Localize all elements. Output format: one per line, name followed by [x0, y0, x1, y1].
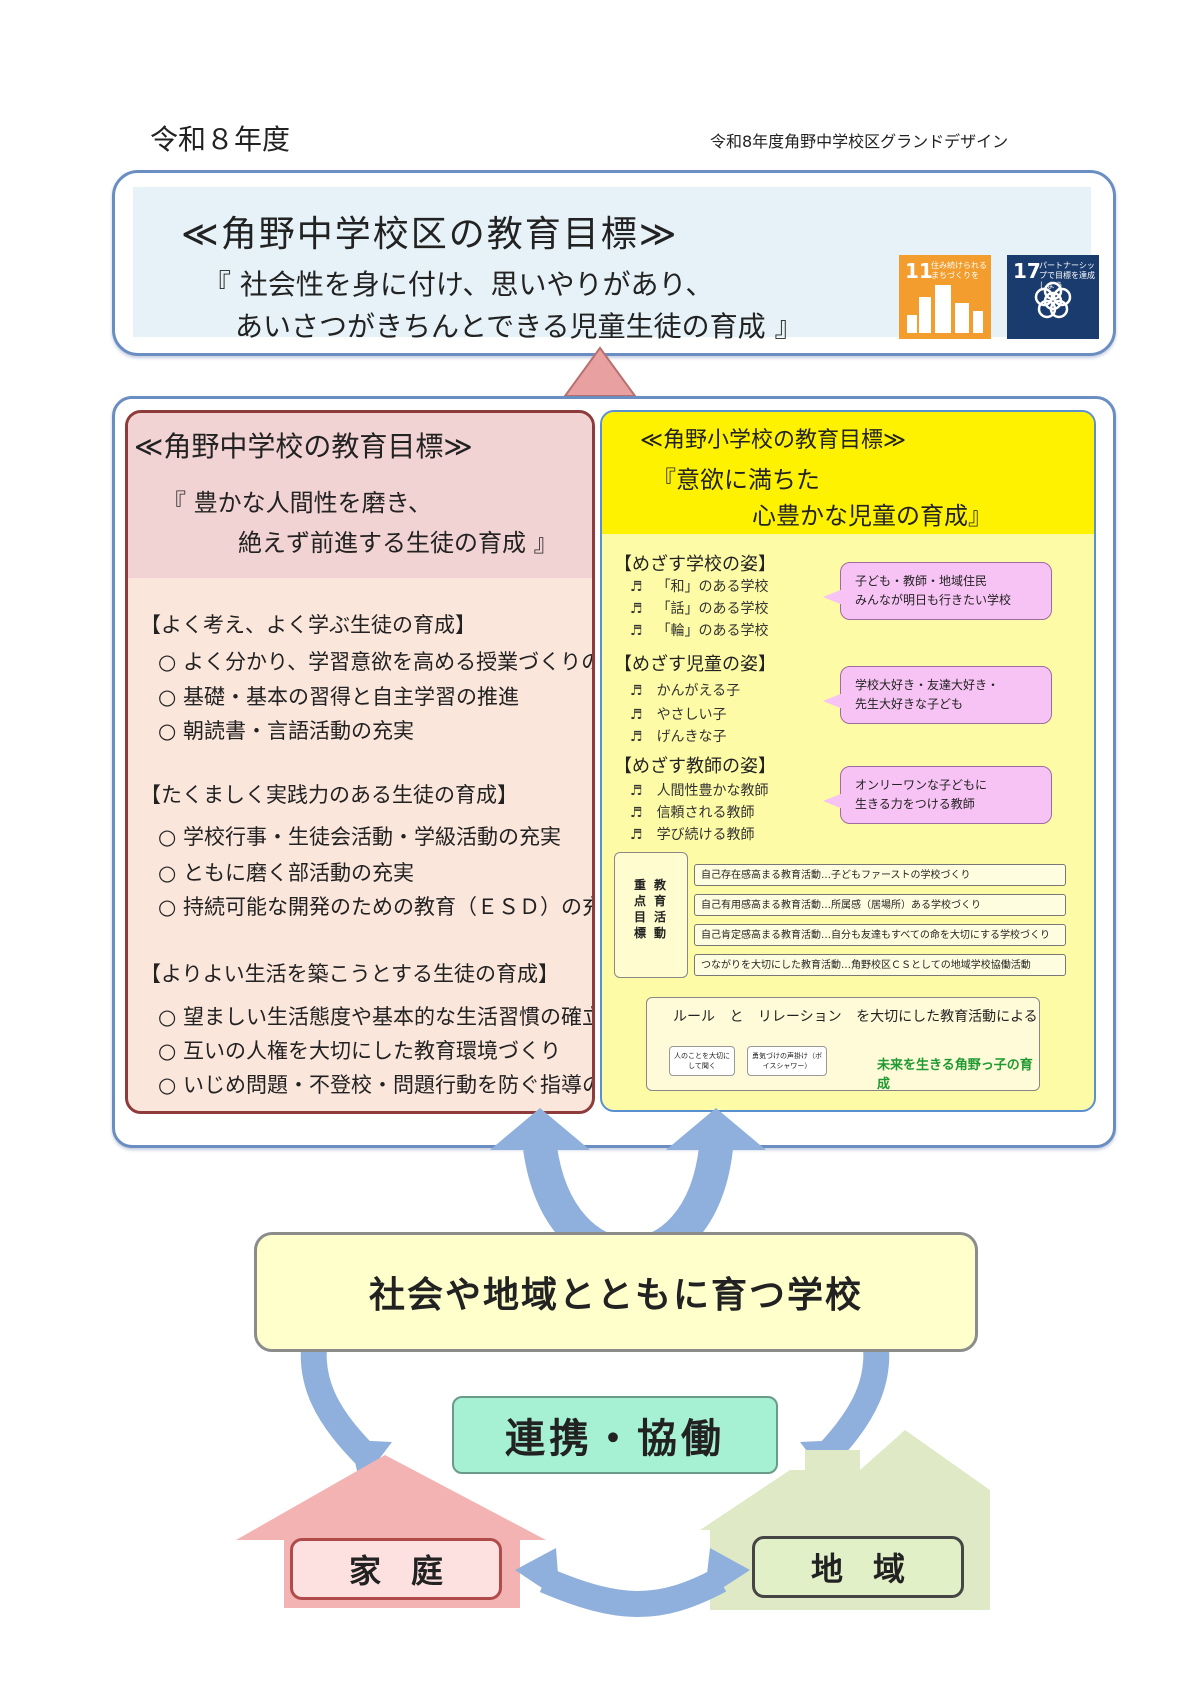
- speech-bubble: 子ども・教師・地域住民 みんなが明日も行きたい学校: [823, 562, 1052, 620]
- es-list-item-text: 信頼される教師: [656, 805, 755, 821]
- district-goal-box: ≪角野中学校区の教育目標≫ 『 社会性を身に付け、思いやりがあり、 あいさつがき…: [112, 170, 1116, 356]
- bubble-line: オンリーワンな子どもに: [855, 778, 988, 792]
- home-region-arrow-icon: [539, 1568, 727, 1617]
- sdg-11-text: 住み続けられるまちづくりを: [931, 261, 987, 280]
- elementary-goal-header: ≪角野小学校の教育目標≫ 『意欲に満ちた 心豊かな児童の育成』: [602, 412, 1094, 534]
- community-school-box: 社会や地域とともに育つ学校: [254, 1232, 978, 1352]
- jhs-list-item: ○ 望ましい生活態度や基本的な生活習慣の確立: [158, 1005, 595, 1029]
- junior-high-goal-line2: 絶えず前進する生徒の育成 』: [238, 529, 558, 557]
- up-arrow-triangle-icon: [563, 346, 637, 397]
- music-note-icon: ♬: [630, 623, 643, 639]
- elementary-title: ≪角野小学校の教育目標≫: [640, 428, 907, 453]
- year-label: 令和８年度: [150, 123, 291, 156]
- bubble-line: みんなが明日も行きたい学校: [855, 593, 1012, 607]
- jhs-list-item: ○ 朝読書・言語活動の充実: [158, 719, 414, 743]
- es-section-heading: 【めざす教師の姿】: [614, 756, 776, 777]
- rule-relation-banner: ルール と リレーション を大切にした教育活動による 人のことを大切にして聞く …: [646, 997, 1040, 1092]
- music-note-icon: ♬: [630, 601, 643, 617]
- music-note-icon: ♬: [630, 729, 643, 745]
- es-list-item-text: 「和」のある学校: [656, 579, 769, 595]
- elementary-goal-line2: 心豊かな児童の育成』: [752, 502, 992, 530]
- rule-relation-footer: 未来を生きる角野っ子の育成: [877, 1058, 1033, 1092]
- bubble-line: 学校大好き・友達大好き・: [855, 678, 1000, 692]
- bubble-line: 子ども・教師・地域住民: [855, 574, 988, 588]
- es-list-item-text: かんがえる子: [656, 683, 741, 699]
- speech-bubble: 学校大好き・友達大好き・ 先生大好きな子ども: [823, 666, 1052, 724]
- music-note-icon: ♬: [630, 783, 643, 799]
- junior-high-title: ≪角野中学校の教育目標≫: [134, 430, 473, 463]
- music-note-icon: ♬: [630, 805, 643, 821]
- sdg-11-number: 11: [905, 259, 933, 283]
- jhs-list-item: ○ 基礎・基本の習得と自主学習の推進: [158, 685, 519, 709]
- district-goal-panel: ≪角野中学校区の教育目標≫ 『 社会性を身に付け、思いやりがあり、 あいさつがき…: [133, 187, 1099, 343]
- elementary-goal-line1: 『意欲に満ちた: [652, 466, 820, 494]
- es-list-item-text: 「話」のある学校: [656, 601, 769, 617]
- es-list-item: ♬ 「話」のある学校: [630, 598, 769, 618]
- region-label: 地域: [752, 1536, 964, 1598]
- es-list-item: ♬ げんきな子: [630, 726, 727, 746]
- bubble-line: 先生大好きな子ども: [855, 697, 964, 711]
- es-list-item-text: げんきな子: [656, 729, 727, 745]
- rule-relation-title: ルール と リレーション を大切にした教育活動による: [673, 1009, 1038, 1025]
- jhs-list-item: ○ いじめ問題・不登校・問題行動を防ぐ指導の充実: [158, 1073, 592, 1097]
- focus-goals-scroll: 教育活動 重点目標: [614, 852, 688, 978]
- sdg-17-number: 17: [1013, 259, 1041, 283]
- city-buildings-icon: [907, 285, 983, 333]
- es-list-item: ♬ 学び続ける教師: [630, 824, 755, 844]
- scroll-column-text: 教育活動: [653, 878, 666, 940]
- rule-box: 勇気づけの声掛け（ボイスシャワー）: [747, 1046, 827, 1076]
- elementary-goal-box: ≪角野小学校の教育目標≫ 『意欲に満ちた 心豊かな児童の育成』 【めざす学校の姿…: [600, 410, 1096, 1112]
- jhs-list-item: ○ 互いの人権を大切にした教育環境づくり: [158, 1039, 561, 1063]
- es-list-item-text: やさしい子: [656, 707, 727, 723]
- district-goal-line1: 『 社会性を身に付け、思いやりがあり、: [203, 268, 714, 301]
- junior-high-goal-box: ≪角野中学校の教育目標≫ 『 豊かな人間性を磨き、 絶えず前進する生徒の育成 』…: [125, 410, 595, 1114]
- junior-high-goal-line1: 『 豊かな人間性を磨き、: [162, 489, 432, 517]
- jhs-section-heading: 【よく考え、よく学ぶ生徒の育成】: [140, 613, 476, 637]
- document-title: 令和8年度角野中学校区グランドデザイン: [710, 132, 1009, 151]
- collaboration-label: 連携・協働: [452, 1396, 778, 1474]
- es-list-item: ♬ 信頼される教師: [630, 802, 755, 822]
- es-list-item: ♬ 「和」のある学校: [630, 576, 769, 596]
- jhs-list-item: ○ 持続可能な開発のための教育（ＥＳＤ）の充実: [158, 895, 595, 919]
- music-note-icon: ♬: [630, 579, 643, 595]
- focus-item: 自己肯定感高まる教育活動…自分も友達もすべての命を大切にする学校づくり: [694, 924, 1066, 946]
- es-list-item-text: 人間性豊かな教師: [656, 783, 769, 799]
- es-list-item: ♬ やさしい子: [630, 704, 727, 724]
- bubble-line: 生きる力をつける教師: [855, 797, 975, 811]
- es-section-heading: 【めざす児童の姿】: [614, 654, 776, 675]
- partnership-flower-icon: [1034, 281, 1072, 319]
- es-list-item: ♬ 人間性豊かな教師: [630, 780, 769, 800]
- junior-high-goal-header: ≪角野中学校の教育目標≫ 『 豊かな人間性を磨き、 絶えず前進する生徒の育成 』: [128, 413, 592, 578]
- jhs-list-item: ○ よく分かり、学習意欲を高める授業づくりの推進: [158, 650, 592, 674]
- jhs-section-heading: 【よりよい生活を築こうとする生徒の育成】: [140, 962, 559, 986]
- district-goal-line2: あいさつがきちんとできる児童生徒の育成 』: [235, 310, 803, 343]
- jhs-section-heading: 【たくましく実践力のある生徒の育成】: [140, 783, 518, 807]
- speech-bubble: オンリーワンな子どもに 生きる力をつける教師: [823, 766, 1052, 824]
- scroll-column-text: 重点目標: [633, 878, 646, 940]
- music-note-icon: ♬: [630, 683, 643, 699]
- community-school-label: 社会や地域とともに育つ学校: [368, 1275, 863, 1316]
- es-list-item-text: 学び続ける教師: [656, 827, 755, 843]
- sdg-17-icon: 17 パートナーシップで目標を達成しよう: [1007, 255, 1099, 339]
- focus-item: 自己有用感高まる教育活動…所属感（居場所）ある学校づくり: [694, 894, 1066, 916]
- jhs-list-item: ○ ともに磨く部活動の充実: [158, 861, 414, 885]
- es-list-item-text: 「輪」のある学校: [656, 623, 769, 639]
- home-label: 家庭: [290, 1538, 502, 1600]
- music-note-icon: ♬: [630, 827, 643, 843]
- sdg-17-text: パートナーシップで目標を達成しよう: [1039, 261, 1095, 290]
- es-section-heading: 【めざす学校の姿】: [614, 554, 776, 575]
- music-note-icon: ♬: [630, 707, 643, 723]
- rule-box: 人のことを大切にして聞く: [669, 1046, 735, 1076]
- sdg-11-icon: 11 住み続けられるまちづくりを: [899, 255, 991, 339]
- focus-item: つながりを大切にした教育活動…角野校区ＣＳとしての地域学校協働活動: [694, 954, 1066, 976]
- district-goal-title: ≪角野中学校区の教育目標≫: [181, 214, 679, 255]
- focus-item: 自己存在感高まる教育活動…子どもファーストの学校づくり: [694, 864, 1066, 886]
- jhs-list-item: ○ 学校行事・生徒会活動・学級活動の充実: [158, 825, 561, 849]
- es-list-item: ♬ 「輪」のある学校: [630, 620, 769, 640]
- es-list-item: ♬ かんがえる子: [630, 680, 740, 700]
